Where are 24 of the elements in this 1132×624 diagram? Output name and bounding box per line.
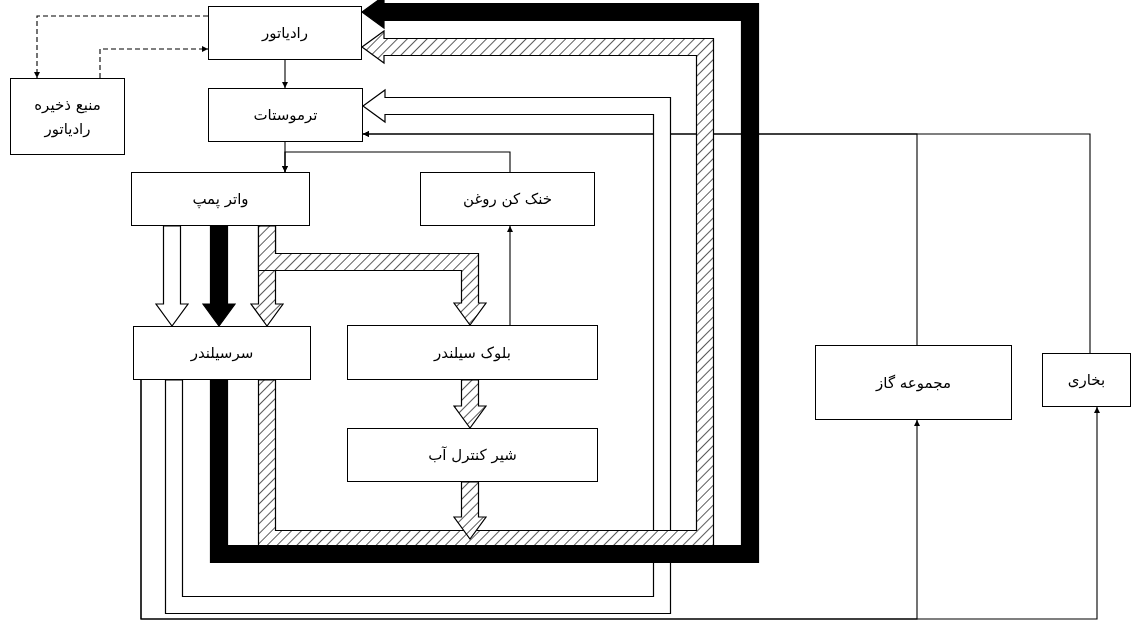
- arrow: [362, 131, 1091, 354]
- arrow: [282, 59, 288, 89]
- process-box: ترموستات: [208, 88, 363, 142]
- dashed-arrow: [34, 15, 209, 79]
- process-box: سرسیلندر: [133, 326, 311, 380]
- flow-arrow: [154, 225, 190, 328]
- hatched-flow-arrow: [257, 225, 488, 327]
- hatched-flow-arrow: [452, 379, 488, 430]
- hatched-flow-arrow: [452, 481, 488, 541]
- process-box: بلوک سیلندر: [347, 325, 598, 380]
- process-box: واتر پمپ: [131, 172, 310, 226]
- process-box: منبع ذخیره رادیاتور: [10, 78, 125, 155]
- flow-arrow: [201, 225, 237, 328]
- process-box: رادیاتور: [208, 6, 362, 60]
- process-box: شیر کنترل آب: [347, 428, 598, 482]
- arrow: [140, 379, 1100, 620]
- dashed-arrow: [99, 46, 209, 79]
- process-box: بخاری: [1042, 353, 1131, 407]
- flow-arrow: [209, 0, 760, 564]
- process-box: خنک کن روغن: [420, 172, 595, 226]
- process-box: مجموعه گاز: [815, 345, 1012, 420]
- flow-arrow: [164, 88, 672, 615]
- arrow: [282, 151, 511, 173]
- arrow: [507, 225, 513, 326]
